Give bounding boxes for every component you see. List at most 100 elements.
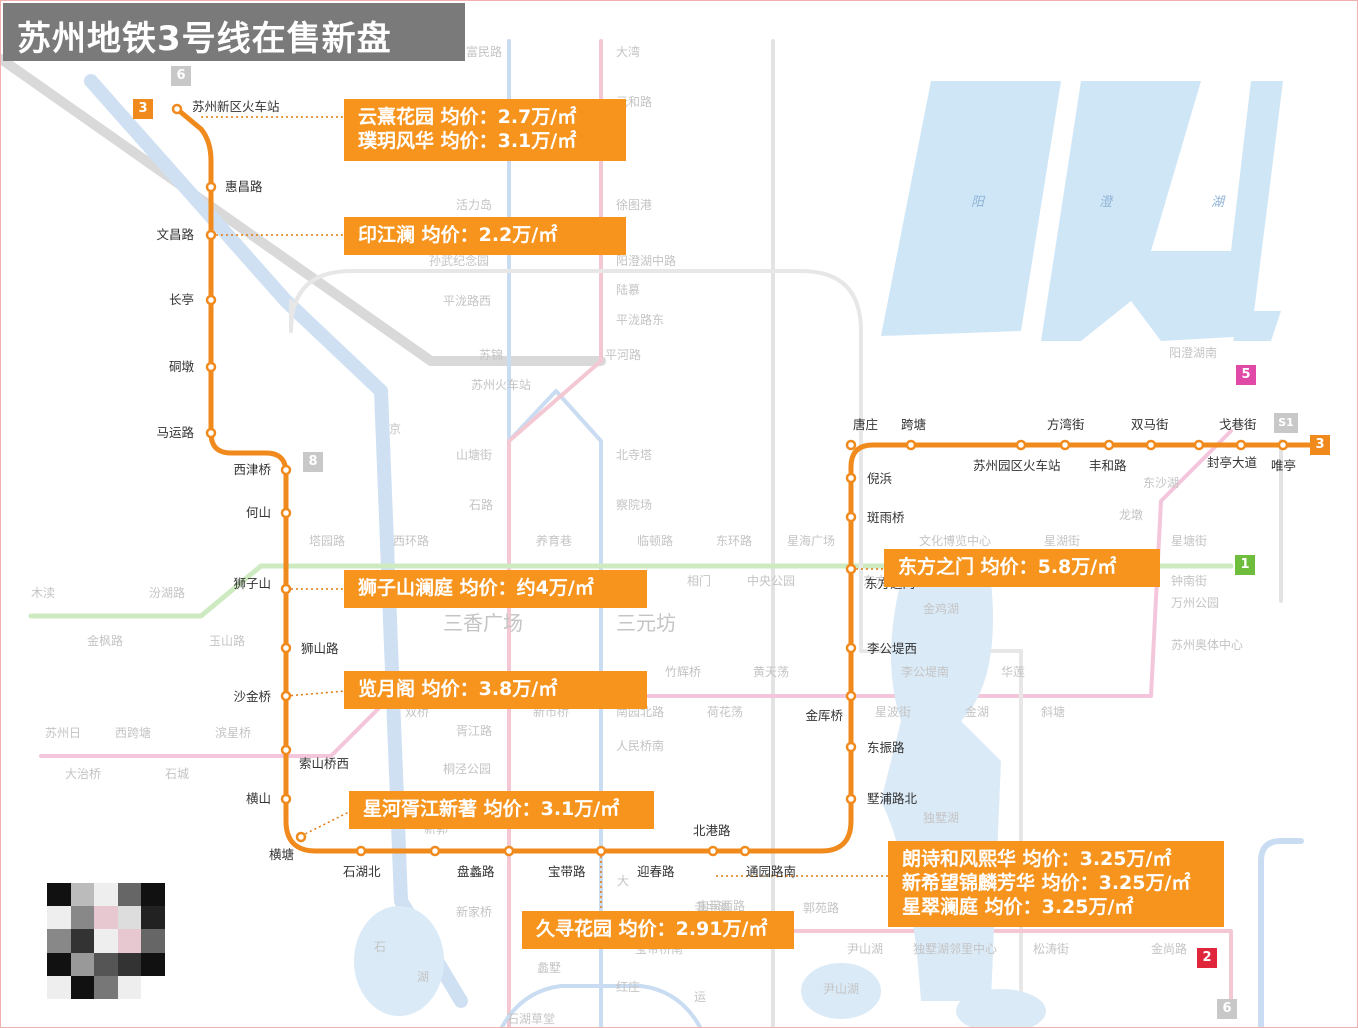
faded-station-label: 斜塘: [1041, 704, 1065, 719]
faded-station-label: 星海广场: [787, 533, 835, 548]
mosaic-cell: [117, 906, 142, 930]
faded-station-label: 万州公园: [1171, 596, 1219, 610]
mosaic-cell: [47, 906, 71, 930]
line3-station-dot: [845, 793, 857, 805]
line3-station-label: 苏州园区火车站: [973, 458, 1061, 473]
line3-station-label: 硐墩: [169, 359, 195, 374]
line3-station-dot: [280, 507, 292, 519]
mosaic-cell: [47, 975, 71, 999]
line3-station-label: 北港路: [693, 823, 731, 838]
line3-station-dot: [707, 845, 719, 857]
callout-text: 新希望锦麟芳华 均价：3.25万/㎡: [902, 872, 1191, 894]
callout-text: 久寻花园 均价：2.91万/㎡: [536, 918, 768, 940]
title-bar: 苏州地铁3号线在售新盘: [3, 3, 465, 61]
yinshan-lake: [801, 963, 881, 1019]
faded-station-label: 蠡墅: [537, 960, 561, 975]
faded-station-label: 玉山路: [209, 633, 245, 648]
line3-station-dot: [503, 845, 515, 857]
line3-station-dot: [205, 181, 217, 193]
mosaic-cell: [117, 975, 142, 999]
line3-station-label: 方湾街: [1047, 417, 1085, 432]
faded-station-label: 独墅湖邻里中心: [913, 941, 997, 956]
line3-station-label: 斑雨桥: [867, 510, 905, 525]
line6-badge-top: 6: [171, 66, 191, 86]
mosaic-cell: [141, 929, 165, 953]
line1-route: [28, 563, 1234, 619]
faded-station-label: 京: [389, 422, 401, 436]
line2-badge: 2: [1197, 948, 1217, 968]
line3-station-label: 唯亭: [1271, 458, 1296, 473]
faded-station-label: 宝带西路: [697, 898, 745, 913]
faded-station-label: 钟南街: [1171, 573, 1207, 588]
lake-label: 湖: [1211, 195, 1226, 210]
mosaic-cell: [70, 952, 95, 976]
faded-station-label: 金尚路: [1151, 941, 1187, 956]
line3-station-label: 戈巷街: [1219, 417, 1257, 432]
mosaic-cell: [117, 929, 142, 953]
yangcheng-lake-part-2: [1041, 81, 1283, 341]
line3-station-label: 唐庄: [853, 417, 878, 432]
map-title: 苏州地铁3号线在售新盘: [17, 19, 392, 59]
faded-station-label: 活力岛: [456, 197, 492, 212]
line3-stations: 苏州新区火车站惠昌路文昌路长亭硐墩马运路西津桥何山狮子山狮山路沙金桥索山桥西横山…: [156, 99, 1296, 879]
callout-text: 星河胥江新著 均价：3.1万/㎡: [363, 798, 620, 820]
faded-station-label: 红庄: [616, 979, 640, 994]
faded-station-label: 金湖: [965, 704, 989, 719]
faded-station-label: 大湾: [616, 44, 640, 59]
mosaic-cell: [94, 975, 118, 999]
mosaic-cell: [94, 952, 118, 976]
callout-text: 朗诗和风熙华 均价：3.25万/㎡: [902, 848, 1172, 870]
faded-station-label: 独墅湖: [923, 810, 959, 825]
faded-station-label: 华莲: [1001, 665, 1025, 679]
callout-text: 览月阁 均价：3.8万/㎡: [358, 678, 558, 700]
faded-station-label: 星湖街: [1044, 533, 1080, 548]
mosaic-cell: [47, 883, 71, 907]
line3-station-label: 通园路南: [746, 864, 796, 879]
line3-station-dot: [1193, 439, 1205, 451]
faded-station-label: 新家桥: [456, 904, 492, 919]
mosaic-cell: [70, 975, 95, 999]
line3-station-dot: [1015, 439, 1027, 451]
mosaic-cell: [47, 929, 71, 953]
faded-station-label: 竹辉桥: [665, 665, 701, 679]
line3-station-dot: [205, 294, 217, 306]
faded-station-label: 李公堤南: [901, 664, 949, 679]
line3-station-label: 狮子山: [233, 576, 271, 591]
faded-station-label: 石: [374, 940, 386, 954]
faded-station-label: 黄天荡: [753, 665, 789, 679]
line3-station-label: 沙金桥: [233, 689, 271, 704]
callout-leaders: [201, 116, 891, 916]
faded-station-label: 陆慕: [616, 282, 640, 297]
line3-station-dot: [171, 103, 183, 115]
line5-route: [39, 429, 1233, 758]
line3-station-label: 墅浦路北: [867, 791, 918, 806]
callout-text: 东方之门 均价：5.8万/㎡: [898, 556, 1117, 578]
line3-station-label: 横山: [246, 791, 271, 806]
faded-station-label: 平泷路东: [616, 312, 664, 327]
line3-station-dot: [739, 845, 751, 857]
line3-station-label: 迎春路: [637, 864, 675, 879]
faded-station-label: 三香广场: [443, 611, 523, 635]
line3-station-label: 跨塘: [901, 417, 926, 432]
faded-station-label: 星塘街: [1171, 533, 1207, 548]
line3-station-dot: [1277, 439, 1289, 451]
faded-station-label: 中央公园: [747, 573, 795, 588]
line3-station-label: 石湖北: [343, 864, 381, 879]
line3-station-dot: [845, 690, 857, 702]
lake-label: 阳: [971, 195, 986, 210]
faded-station-label: 阳澄湖南: [1169, 345, 1217, 360]
faded-station-label: 富民路: [466, 44, 502, 59]
line3-station-dot: [280, 793, 292, 805]
price-callout: 览月阁 均价：3.8万/㎡: [344, 671, 647, 709]
line3-station-label: 双马街: [1131, 417, 1169, 432]
line3-station-dot: [280, 642, 292, 654]
faded-station-label: 滨星桥: [215, 725, 251, 740]
faded-station-label: 西环路: [393, 533, 429, 548]
faded-station-labels: 富民路大湾元和路活力岛徐图港孙武纪念园阳澄湖中路平泷路西陆慕平泷路东苏锦平河路苏…: [31, 44, 1243, 1026]
line3-station-dot: [845, 642, 857, 654]
line3-station-dot: [845, 472, 857, 484]
mosaic-cell: [94, 883, 118, 907]
line3-station-dot: [295, 831, 307, 843]
callout-leader: [285, 690, 347, 697]
